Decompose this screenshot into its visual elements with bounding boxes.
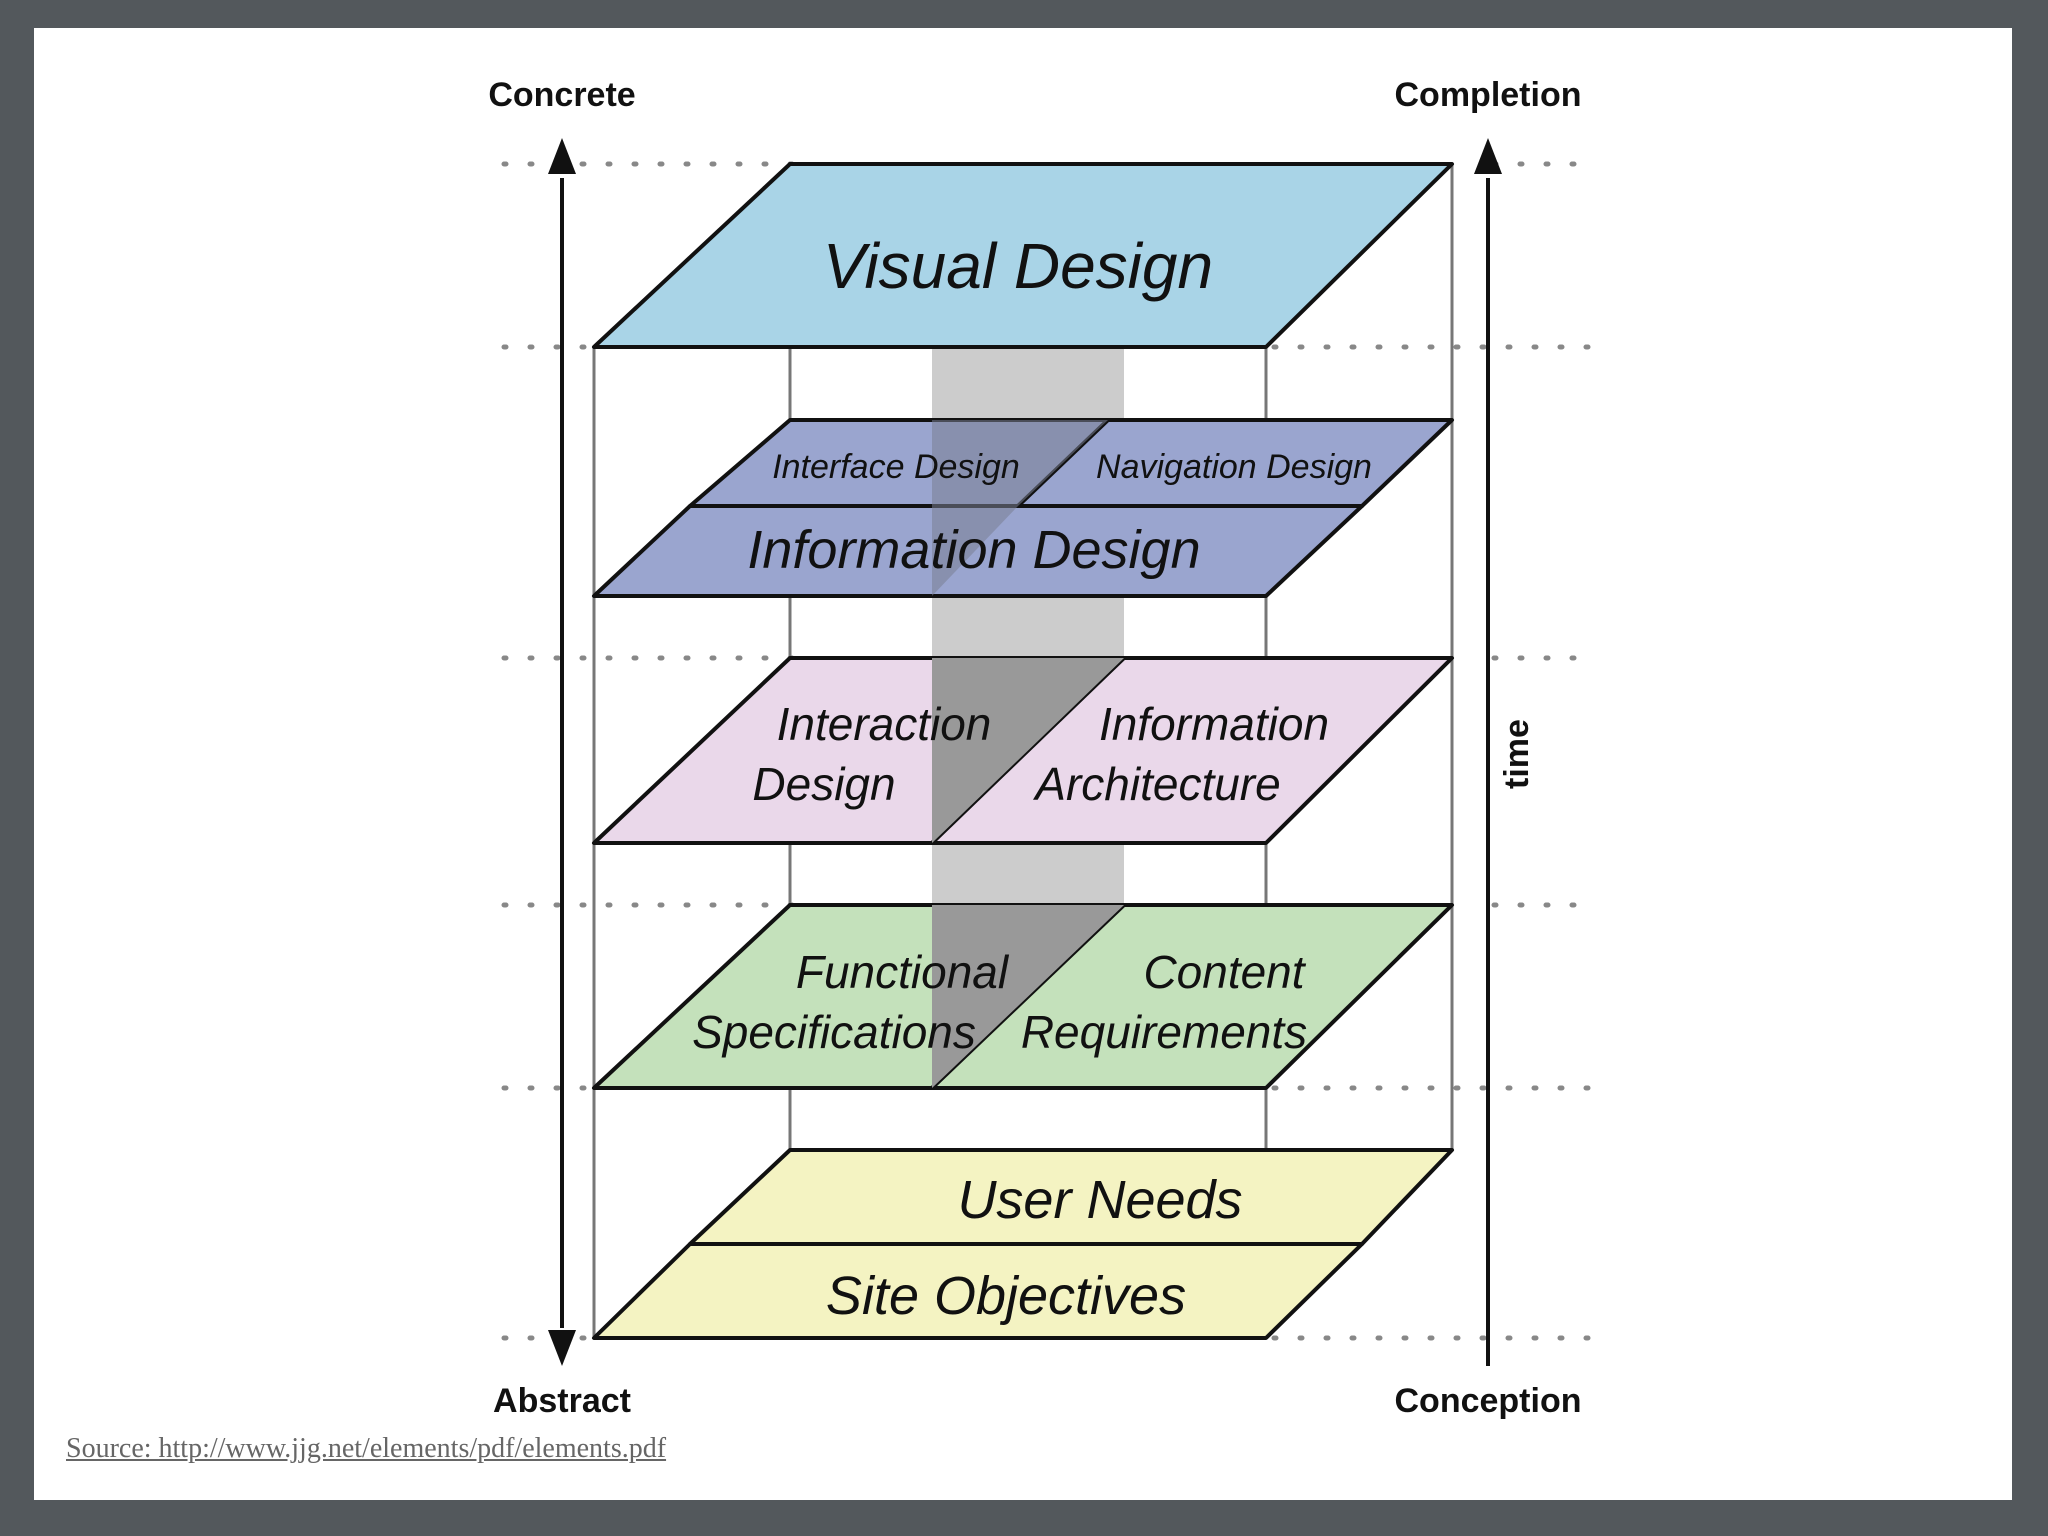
- arrow-down-icon: [548, 1330, 576, 1366]
- label-functional-specifications-line1: Functional: [796, 946, 1010, 998]
- information-architecture-plane: [930, 656, 1454, 845]
- elements-of-user-experience-diagram: Concrete Abstract Completion Conception …: [488, 76, 1597, 1420]
- source-link[interactable]: Source: http://www.jjg.net/elements/pdf/…: [66, 1433, 667, 1464]
- band-dark-pink: [932, 658, 1124, 843]
- label-conception: Conception: [1395, 1382, 1582, 1420]
- label-information-architecture-line2: Architecture: [1032, 758, 1280, 810]
- label-site-objectives: Site Objectives: [826, 1266, 1186, 1326]
- label-time: time: [1498, 719, 1536, 789]
- band-segment: [932, 596, 1124, 658]
- visual-design-plane: [592, 162, 1454, 349]
- user-needs-plane: [688, 1148, 1454, 1246]
- label-navigation-design: Navigation Design: [1096, 448, 1372, 486]
- label-interaction-design-line2: Design: [752, 758, 895, 810]
- label-visual-design: Visual Design: [823, 230, 1213, 302]
- label-information-architecture-line1: Information: [1099, 698, 1329, 750]
- band-dark-green: [932, 905, 1124, 1088]
- label-interface-design: Interface Design: [772, 448, 1020, 486]
- time-axis: [1474, 138, 1502, 1366]
- arrow-up-icon: [548, 138, 576, 174]
- label-information-design: Information Design: [747, 520, 1200, 580]
- label-content-requirements-line2: Requirements: [1021, 1006, 1307, 1058]
- slide: Concrete Abstract Completion Conception …: [34, 28, 2012, 1500]
- label-abstract: Abstract: [493, 1382, 631, 1420]
- grey-band: [932, 347, 1124, 905]
- label-user-needs: User Needs: [957, 1170, 1242, 1230]
- band-dark-blue: [932, 420, 1108, 596]
- arrow-up-icon: [1474, 138, 1502, 174]
- label-concrete: Concrete: [488, 76, 635, 114]
- label-content-requirements-line1: Content: [1143, 946, 1306, 998]
- band-segment: [932, 347, 1124, 420]
- abstract-concrete-axis: [548, 138, 576, 1366]
- label-functional-specifications-line2: Specifications: [692, 1006, 976, 1058]
- band-segment: [932, 843, 1124, 905]
- label-interaction-design-line1: Interaction: [777, 698, 992, 750]
- label-completion: Completion: [1395, 76, 1582, 114]
